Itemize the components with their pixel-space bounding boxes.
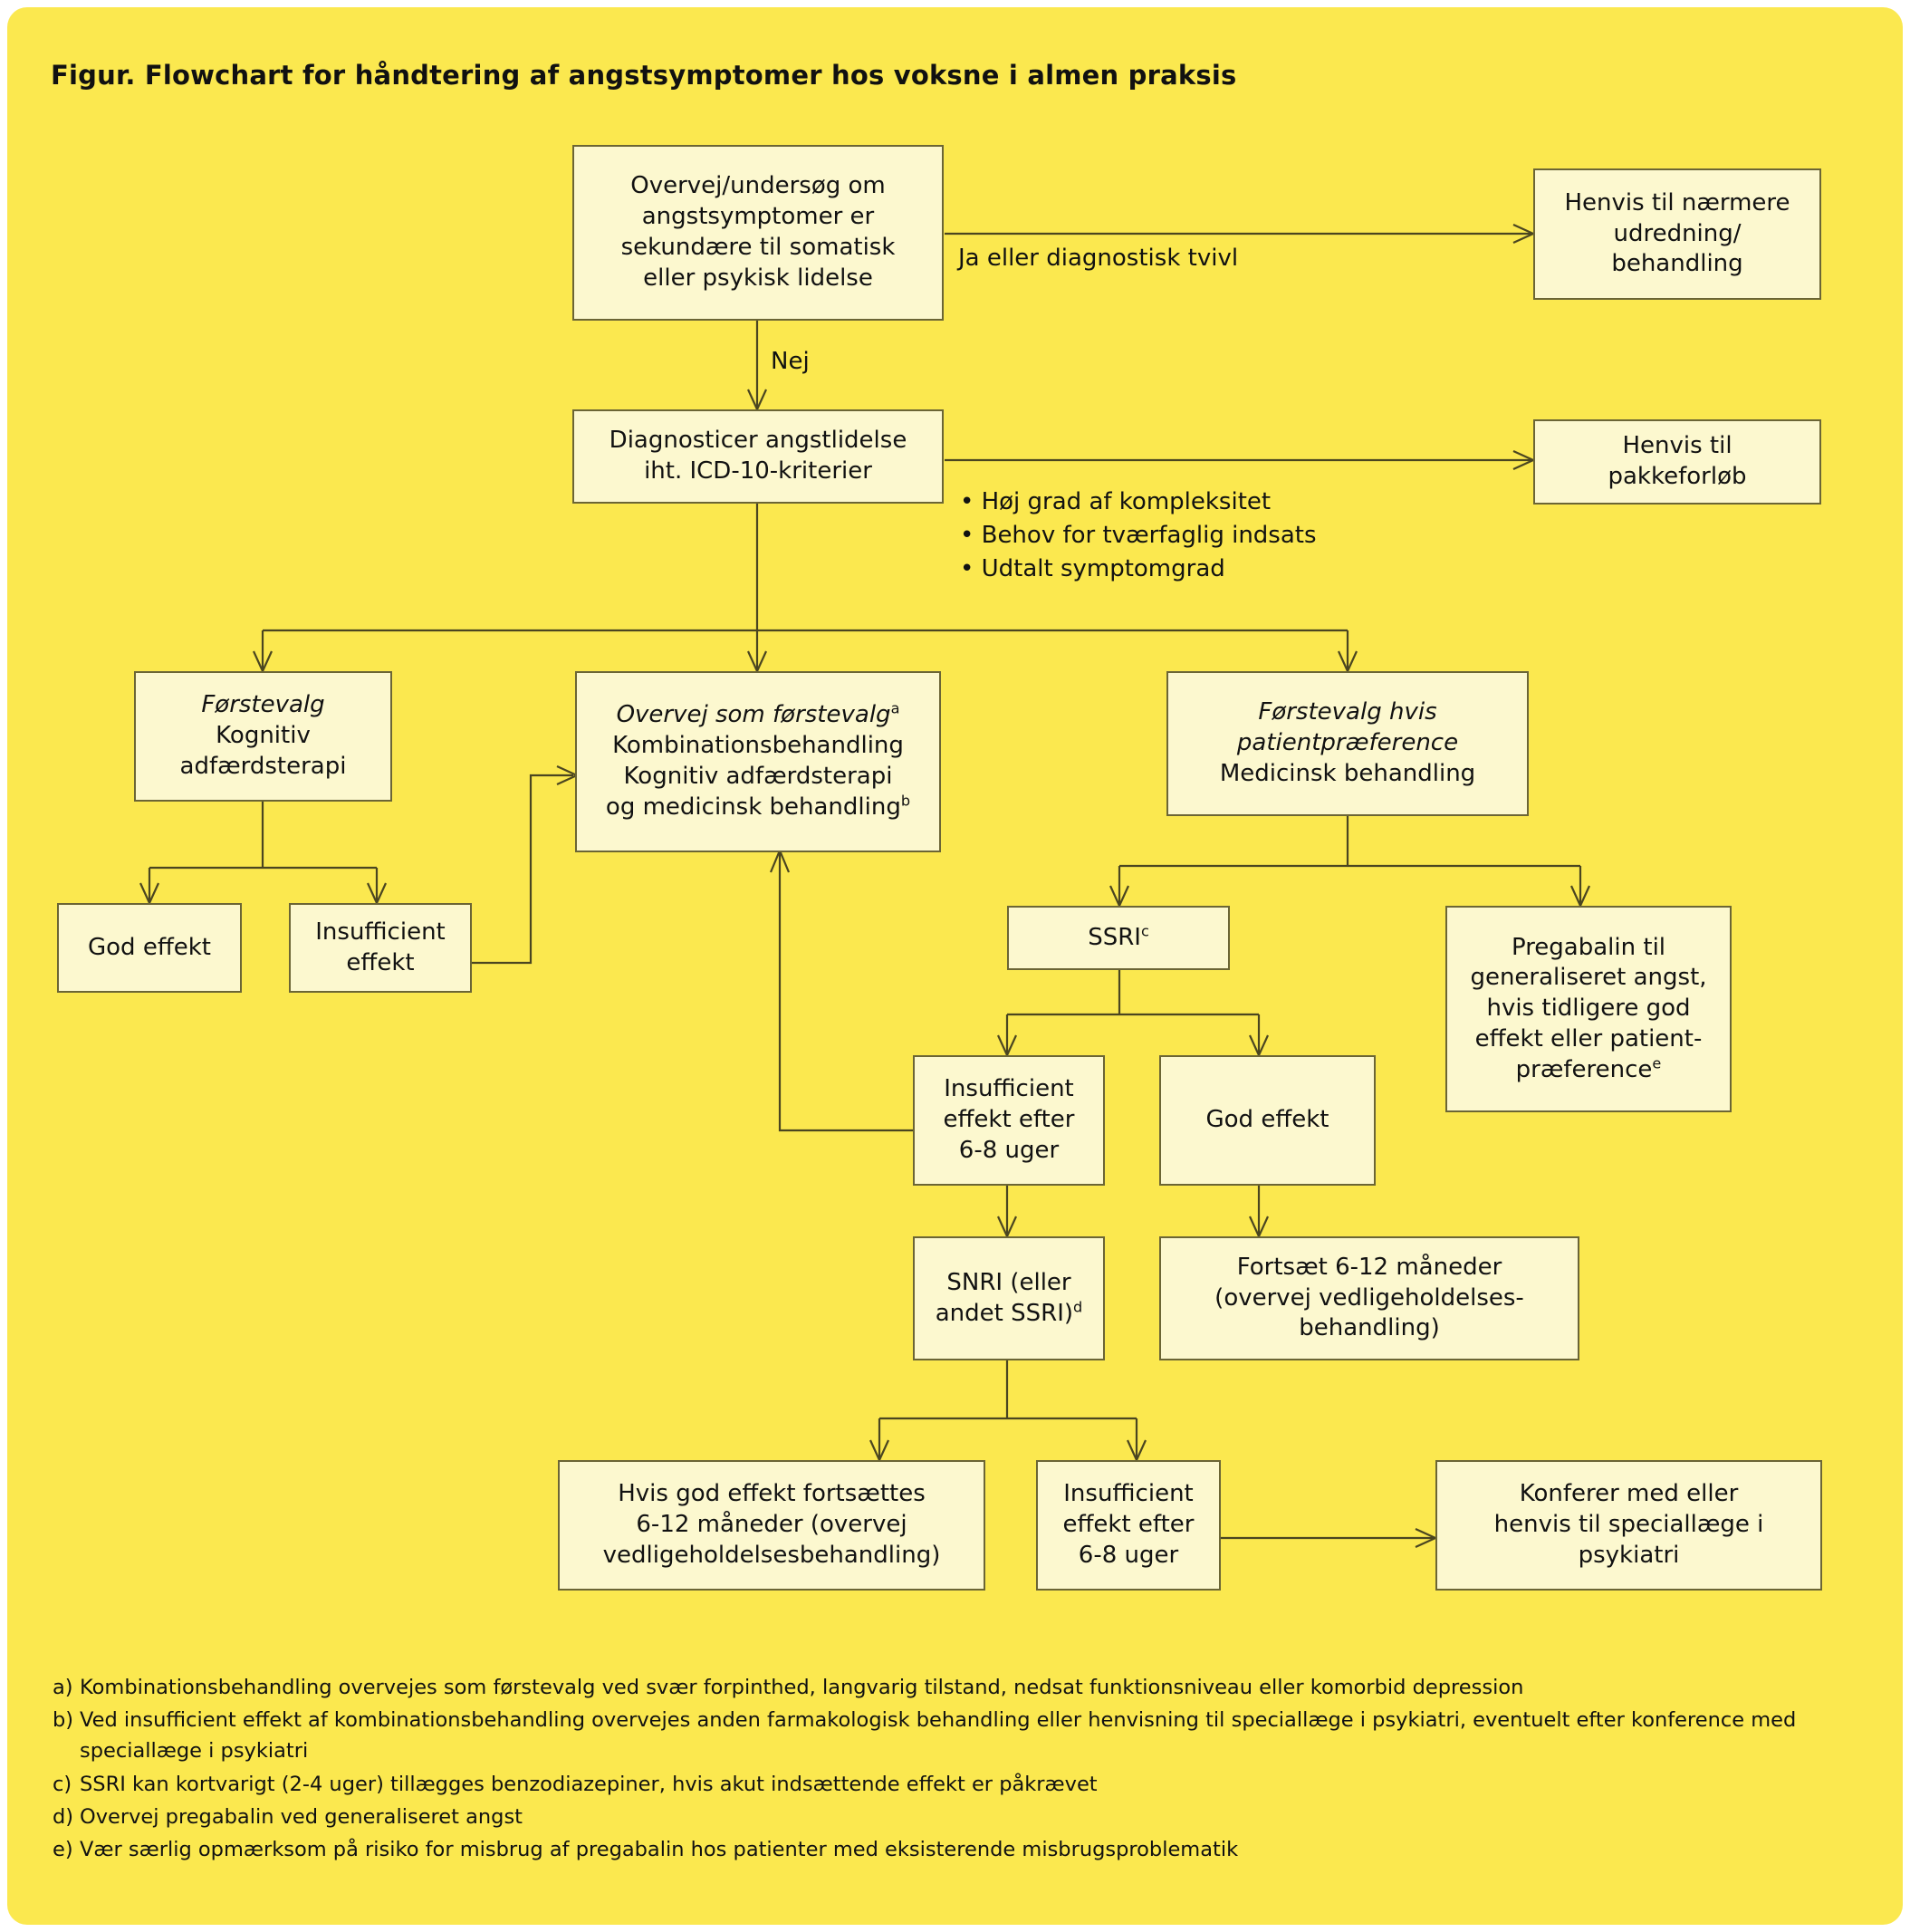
footnote-e-key: e) (53, 1837, 73, 1861)
footnote-a-text: Kombinationsbehandling overvejes som før… (80, 1676, 1524, 1699)
assess-line-3: sekundære til somatisk (620, 234, 896, 261)
combo-line-1: Overvej som førstevalga (616, 699, 900, 729)
medical-line-1: Førstevalg hvis (1258, 698, 1437, 726)
cbt-line-3: adfærdsterapi (179, 752, 347, 780)
footnote-d-key: d) (53, 1804, 74, 1829)
cbt-good-effect-label: God effekt (88, 933, 211, 961)
good-continue-line-2: 6-12 måneder (overvej (636, 1511, 907, 1539)
box-snri: SNRI (eller andet SSRI)d (913, 1236, 1105, 1360)
footnote-d-text: Overvej pregabalin ved generaliseret ang… (80, 1804, 523, 1829)
footnote-e: e) Vær særlig opmærksom på risiko for mi… (53, 1834, 1864, 1865)
footnote-b-text: Ved insufficient effekt af kombinationsb… (80, 1708, 1797, 1764)
footnotes-list: a) Kombinationsbehandling overvejes som … (53, 1672, 1864, 1867)
box-refer-pathway: Henvis til pakkeforløb (1533, 419, 1821, 505)
criteria-bullet-3: • Udtalt symptomgrad (960, 554, 1225, 582)
snri-line-1: SNRI (eller (946, 1268, 1071, 1296)
refer-workup-line-2: udredning/ (1613, 219, 1742, 247)
confer-line-1: Konferer med eller (1519, 1480, 1739, 1508)
box-assess-secondary: Overvej/undersøg om angstsymptomer er se… (572, 145, 944, 321)
pregabalin-line-4: effekt eller patient- (1474, 1024, 1703, 1053)
snri-insuf-line-2: effekt efter (1062, 1511, 1195, 1539)
ssri-good-effect-label: God effekt (1205, 1106, 1329, 1134)
cbt-line-1: Førstevalg (201, 691, 325, 719)
box-cbt-good-effect: God effekt (57, 903, 242, 993)
box-diagnose-icd10: Diagnosticer angstlidelse iht. ICD-10-kr… (572, 409, 944, 504)
ssri-insuf-line-2: effekt efter (943, 1106, 1075, 1134)
box-confer-psychiatry: Konferer med eller henvis til speciallæg… (1435, 1460, 1822, 1591)
box-continue-maintenance: Fortsæt 6-12 måneder (overvej vedligehol… (1159, 1236, 1579, 1360)
diagnose-line-1: Diagnosticer angstlidelse (609, 427, 907, 455)
ssri-label: SSRIc (1088, 921, 1149, 951)
ssri-footnote-c: c (1140, 921, 1149, 939)
criteria-bullet-2: • Behov for tværfaglig indsats (960, 521, 1317, 549)
refer-pathway-line-1: Henvis til (1622, 432, 1732, 460)
footnote-a-key: a) (53, 1676, 73, 1699)
box-snri-insufficient-effect: Insufficient effekt efter 6-8 uger (1036, 1460, 1221, 1591)
box-combination-treatment: Overvej som førstevalga Kombinationsbeha… (575, 671, 941, 852)
combo-line-3: Kognitiv adfærdsterapi (623, 763, 893, 790)
good-continue-line-1: Hvis god effekt fortsættes (618, 1480, 926, 1508)
criteria-bullet-1: • Høj grad af kompleksitet (960, 488, 1272, 515)
refer-pathway-line-2: pakkeforløb (1608, 463, 1747, 490)
box-refer-workup: Henvis til nærmere udredning/ behandling (1533, 168, 1821, 300)
confer-line-3: psykiatri (1578, 1541, 1680, 1569)
cbt-insufficient-line-2: effekt (346, 948, 415, 976)
footnote-c: c) SSRI kan kortvarigt (2-4 uger) tillæg… (53, 1769, 1864, 1800)
combo-footnote-a: a (890, 699, 900, 717)
combo-footnote-b: b (900, 792, 911, 810)
snri-line-2: andet SSRI)d (935, 1297, 1083, 1327)
confer-line-2: henvis til speciallæge i (1493, 1511, 1764, 1539)
pregabalin-footnote-e: e (1652, 1054, 1662, 1072)
assess-line-4: eller psykisk lidelse (643, 264, 873, 292)
pregabalin-line-2: generaliseret angst, (1470, 964, 1707, 992)
snri-insuf-line-1: Insufficient (1063, 1480, 1194, 1508)
box-first-choice-cbt: Førstevalg Kognitiv adfærdsterapi (134, 671, 392, 802)
cbt-insufficient-line-1: Insufficient (315, 918, 446, 946)
flowchart-canvas: Figur. Flowchart for håndtering af angst… (7, 7, 1903, 1925)
ssri-insuf-line-3: 6-8 uger (958, 1136, 1060, 1164)
footnote-a: a) Kombinationsbehandling overvejes som … (53, 1672, 1864, 1703)
box-ssri-insufficient-effect: Insufficient effekt efter 6-8 uger (913, 1055, 1105, 1186)
box-good-effect-continue: Hvis god effekt fortsættes 6-12 måneder … (558, 1460, 985, 1591)
box-ssri: SSRIc (1007, 906, 1230, 970)
continue-line-1: Fortsæt 6-12 måneder (1236, 1253, 1502, 1281)
box-ssri-good-effect: God effekt (1159, 1055, 1376, 1186)
ssri-insuf-line-1: Insufficient (944, 1075, 1074, 1103)
pregabalin-line-1: Pregabalin til (1511, 933, 1666, 961)
refer-workup-line-1: Henvis til nærmere (1564, 188, 1790, 216)
box-medical-treatment: Førstevalg hvis patientpræference Medici… (1166, 671, 1529, 816)
cbt-line-2: Kognitiv (216, 722, 311, 750)
footnote-c-key: c) (53, 1772, 72, 1796)
footnote-c-text: SSRI kan kortvarigt (2-4 uger) tillægges… (80, 1772, 1098, 1796)
footnote-e-text: Vær særlig opmærksom på risiko for misbr… (80, 1837, 1239, 1861)
refer-workup-line-3: behandling (1611, 250, 1743, 278)
edge-label-yes-or-doubt: Ja eller diagnostisk tvivl (958, 245, 1239, 272)
pregabalin-line-5: præferencee (1515, 1054, 1662, 1083)
medical-line-2: patientpræference (1236, 729, 1459, 757)
snri-insuf-line-3: 6-8 uger (1078, 1541, 1179, 1569)
assess-line-2: angstsymptomer er (641, 203, 875, 231)
good-continue-line-3: vedligeholdelsesbehandling) (602, 1541, 941, 1569)
box-pregabalin: Pregabalin til generaliseret angst, hvis… (1445, 906, 1732, 1112)
continue-line-3: behandling) (1299, 1314, 1440, 1342)
footnote-d: d) Overvej pregabalin ved generaliseret … (53, 1802, 1864, 1832)
combo-line-4: og medicinsk behandlingb (605, 792, 911, 821)
continue-line-2: (overvej vedligeholdelses- (1214, 1283, 1524, 1312)
diagnose-line-2: iht. ICD-10-kriterier (644, 457, 872, 485)
snri-footnote-d: d (1073, 1297, 1083, 1315)
page-title: Figur. Flowchart for håndtering af angst… (51, 60, 1237, 91)
criteria-bullet-list: • Høj grad af kompleksitet • Behov for t… (960, 485, 1317, 586)
assess-line-1: Overvej/undersøg om (630, 172, 886, 200)
box-cbt-insufficient-effect: Insufficient effekt (289, 903, 472, 993)
combo-line-2: Kombinationsbehandling (612, 732, 904, 760)
medical-line-3: Medicinsk behandling (1219, 759, 1476, 787)
footnote-b-key: b) (53, 1708, 74, 1733)
edge-label-no: Nej (771, 348, 810, 375)
pregabalin-line-3: hvis tidligere god (1486, 995, 1691, 1023)
footnote-b: b) Ved insufficient effekt af kombinatio… (53, 1705, 1864, 1766)
